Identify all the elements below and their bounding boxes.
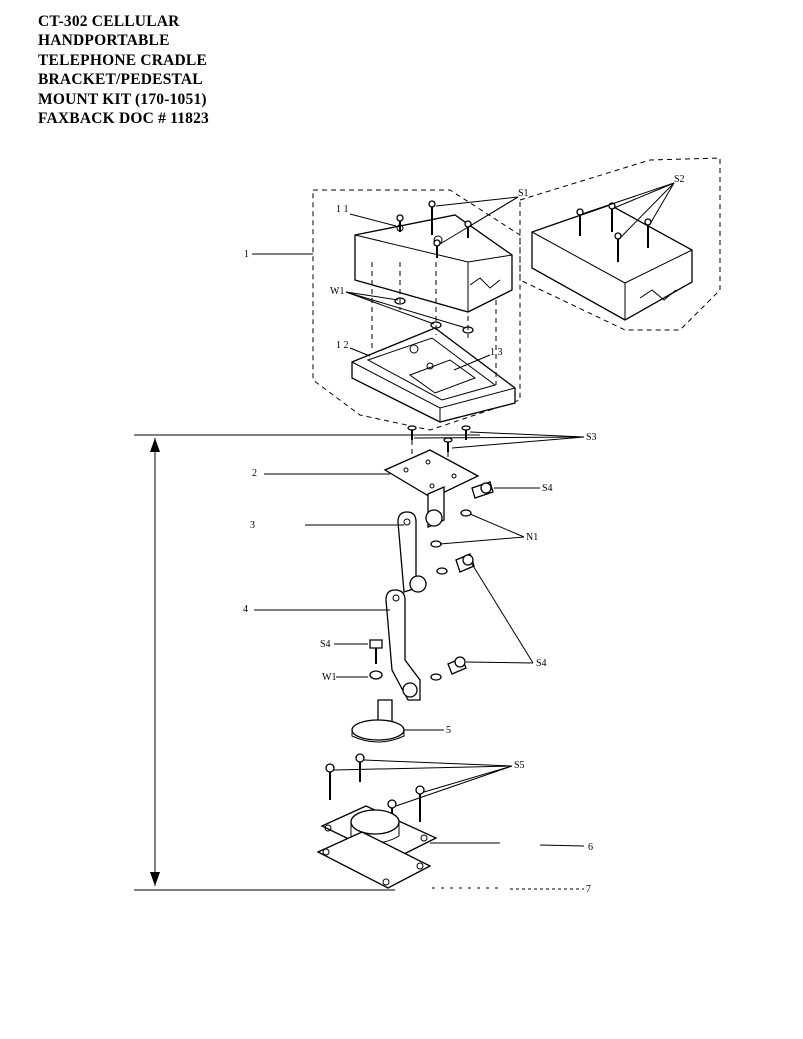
label-s4-a: S4 [542,483,553,494]
label-6: 6 [588,842,593,853]
label-w1-mid: W1 [322,672,336,683]
screw-s4-a [471,481,494,499]
bottom-plate [316,831,432,889]
label-13: 1 3 [490,347,503,358]
title-line: TELEPHONE CRADLE [38,51,207,69]
lower-joint-knob [402,682,418,698]
middle-joint-knob [409,575,427,593]
washer-w1-mid [369,670,383,680]
label-1: 1 [244,249,249,260]
screws-s5 [325,753,425,832]
title-line: CT-302 CELLULAR [38,13,180,30]
document-title: CT-302 CELLULAR HANDPORTABLE TELEPHONE C… [38,12,209,128]
lower-arm [385,589,421,701]
title-line: HANDPORTABLE [38,32,170,50]
label-w1-top: W1 [330,286,344,297]
label-s4-c: S4 [536,658,547,669]
title-line: FAXBACK DOC # 11823 [38,110,210,128]
label-11: 1 1 [336,204,349,215]
upper-arm [397,511,417,593]
screw-s4-c-hardware [430,656,467,681]
title-line: BRACKET/PEDESTAL [38,71,203,89]
pedestal-knuckle [351,699,405,743]
leader-lines [252,182,675,890]
label-n1: N1 [526,532,538,543]
label-5: 5 [446,725,451,736]
label-s5: S5 [514,760,525,771]
label-7: 7 [586,884,591,895]
height-dimension [134,434,480,891]
cradle-group-outline [312,189,521,431]
label-s2: S2 [674,174,685,185]
label-4: 4 [243,604,248,615]
cradle-base [351,327,516,423]
screw-s4-b-hardware [436,553,475,575]
knurled-knob [425,509,443,527]
label-12: 1 2 [336,340,349,351]
cradle-insert-plate [408,359,477,394]
screw-s4-left [369,639,383,664]
label-3: 3 [250,520,255,531]
label-s3: S3 [586,432,597,443]
screw-s1 [396,200,472,258]
alignment-lines-top [371,262,497,385]
title-line: MOUNT KIT (170-1051) [38,90,207,108]
nuts-n1 [430,509,472,548]
label-s1: S1 [518,188,529,199]
label-2: 2 [252,468,257,479]
alt-cradle-outline [519,157,721,331]
label-s4-b: S4 [320,639,331,650]
